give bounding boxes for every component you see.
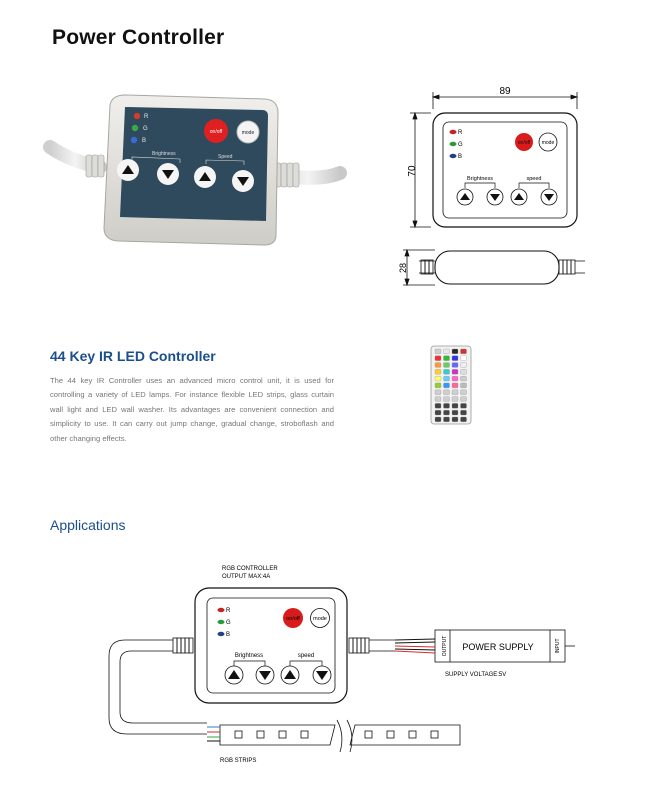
rgb-controller-label: RGB CONTROLLER [222, 566, 278, 572]
remote-key [434, 355, 442, 361]
remote-key [460, 355, 467, 361]
remote-key [451, 389, 459, 395]
diagram-led-r-label: R [226, 608, 231, 614]
remote-key [434, 403, 442, 409]
photo-onoff-button [204, 119, 228, 143]
remote-key [443, 382, 450, 388]
remote-key [443, 396, 450, 402]
remote-key [443, 416, 450, 422]
remote-key [434, 348, 442, 354]
drawing-led-r-label: R [458, 130, 463, 136]
remote-key [451, 403, 459, 409]
ps-output-label: OUTPUT [442, 636, 448, 657]
drawing-onoff-label: on/off [518, 140, 531, 146]
diagram-led-g-label: G [226, 620, 231, 626]
remote-key [460, 396, 467, 402]
remote-key [443, 403, 450, 409]
supply-voltage-label: SUPPLY VOLTAGE:5V [445, 672, 506, 678]
remote-key [460, 369, 467, 375]
remote-key [434, 369, 442, 375]
remote-key [443, 369, 450, 375]
photo-onoff-label: on/off [210, 129, 223, 135]
remote-key [451, 348, 459, 354]
photo-led-r-label: R [144, 114, 149, 120]
diagram-mode-label: mode [313, 616, 327, 622]
photo-brightness-label: Brightness [152, 151, 176, 157]
remote-key [460, 362, 467, 368]
photo-speed-up-icon [199, 172, 211, 181]
thickness-dimension: 28 [398, 263, 408, 273]
remote-key [451, 376, 459, 382]
power-supply-label: POWER SUPPLY [462, 642, 533, 652]
controller-photo: R G B on/off mode Brightness Speed [43, 94, 347, 246]
diagram-speed-label: speed [298, 653, 314, 659]
remote-key [434, 396, 442, 402]
rgb-strips-label: RGB STRIPS [220, 758, 256, 764]
remote-key [460, 348, 467, 354]
remote-key [451, 410, 459, 416]
photo-led-g-label: G [143, 126, 148, 132]
application-diagram: RGB CONTROLLER OUTPUT MAX:4A [108, 566, 575, 764]
remote-key [443, 410, 450, 416]
remote-key [460, 403, 467, 409]
diagram-onoff-label: on/off [286, 616, 300, 622]
remote-key [451, 355, 459, 361]
drawing-mode-label: mode [542, 140, 555, 146]
remote-key [451, 362, 459, 368]
ir-remote-image [430, 345, 472, 425]
ps-input-label: INPUT [555, 639, 561, 654]
remote-key [451, 416, 459, 422]
remote-key [434, 362, 442, 368]
photo-brightness-down-icon [162, 170, 174, 179]
product-description: The 44 key IR Controller uses an advance… [50, 374, 334, 446]
product-heading: 44 Key IR LED Controller [50, 348, 216, 364]
remote-key [434, 389, 442, 395]
remote-key [460, 389, 467, 395]
remote-key [460, 382, 467, 388]
remote-key [443, 355, 450, 361]
remote-key [443, 389, 450, 395]
drawing-speed-label: speed [527, 176, 542, 182]
dimension-drawing: 89 70 R G B on/off mode Brightness speed… [398, 86, 585, 287]
remote-key [434, 376, 442, 382]
photo-mode-label: mode [242, 130, 255, 136]
drawing-led-g-label: G [458, 142, 463, 148]
remote-key [451, 369, 459, 375]
description-text: The 44 key IR Controller uses an advance… [50, 376, 334, 443]
photo-speed-down-icon [237, 177, 249, 186]
remote-key [434, 410, 442, 416]
photo-led-b-label: B [142, 138, 146, 144]
remote-key [443, 348, 450, 354]
remote-key [434, 416, 442, 422]
remote-key [460, 410, 467, 416]
remote-key [434, 382, 442, 388]
remote-key [451, 396, 459, 402]
drawing-brightness-label: Brightness [467, 176, 493, 182]
photo-brightness-up-icon [122, 165, 134, 174]
width-dimension: 89 [499, 86, 511, 97]
height-dimension: 70 [407, 165, 418, 177]
remote-key [460, 416, 467, 422]
remote-key [443, 376, 450, 382]
applications-heading: Applications [50, 517, 126, 533]
diagram-led-b-label: B [226, 632, 230, 638]
photo-mode-button [236, 120, 260, 144]
diagram-brightness-label: Brightness [235, 653, 263, 659]
remote-key [443, 362, 450, 368]
photo-speed-label: Speed [218, 154, 233, 160]
remote-key [460, 376, 467, 382]
output-max-label: OUTPUT MAX:4A [222, 574, 270, 580]
drawing-led-b-label: B [458, 154, 462, 160]
remote-key [451, 382, 459, 388]
page-title: Power Controller [52, 26, 225, 49]
